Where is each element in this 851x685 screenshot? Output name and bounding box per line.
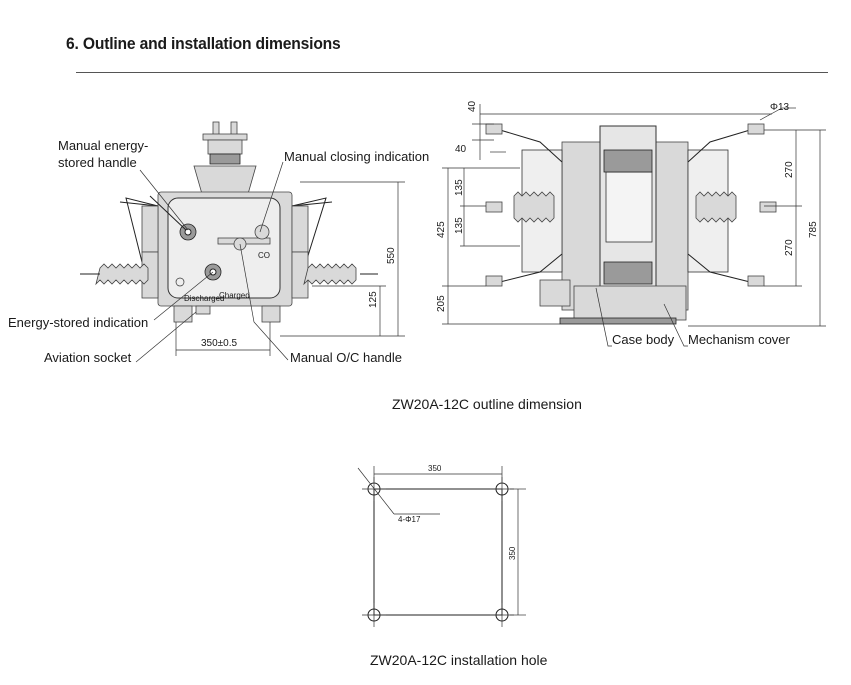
- dim-phi13: Φ13: [770, 102, 790, 113]
- case-body-label: Case body: [612, 332, 675, 347]
- dim-550: 550: [386, 247, 397, 264]
- discharged-label: Discharged: [184, 294, 224, 303]
- manual-oc-handle-label: Manual O/C handle: [290, 350, 402, 365]
- dim-40-left: 40: [455, 144, 467, 155]
- dim-135-upper: 135: [454, 179, 465, 196]
- section-title: 6. Outline and installation dimensions: [66, 34, 341, 53]
- install-width-350: 350: [428, 464, 442, 473]
- co-label: CO: [258, 251, 270, 260]
- manual-closing-indication-label: Manual closing indication: [284, 149, 429, 164]
- aviation-socket-label: Aviation socket: [44, 350, 132, 365]
- front-view-dimensions: [175, 181, 405, 356]
- dim-135-lower: 135: [454, 217, 465, 234]
- dim-425: 425: [436, 221, 447, 238]
- charged-label: Charged: [219, 291, 250, 300]
- dim-125: 125: [368, 291, 379, 308]
- dim-350-tolerance: 350±0.5: [201, 338, 238, 349]
- manual-energy-handle-label-line1: Manual energy-: [58, 138, 148, 153]
- front-view-drawing: Discharged Charged CO: [80, 121, 378, 323]
- dim-205: 205: [436, 295, 447, 312]
- outline-dimension-caption: ZW20A-12C outline dimension: [392, 396, 582, 412]
- dim-270-lower: 270: [784, 239, 795, 256]
- installation-hole-caption: ZW20A-12C installation hole: [370, 652, 548, 668]
- dim-40-top: 40: [467, 100, 478, 112]
- install-holes-label: 4-Φ17: [398, 515, 421, 524]
- install-height-350: 350: [508, 546, 517, 560]
- side-view-leaders: [595, 287, 688, 347]
- title-divider: [76, 72, 828, 73]
- installation-hole-drawing: [357, 466, 526, 627]
- energy-stored-indication-label: Energy-stored indication: [8, 315, 148, 330]
- mechanism-cover-label: Mechanism cover: [688, 332, 791, 347]
- dim-270-upper: 270: [784, 161, 795, 178]
- dim-785: 785: [808, 221, 819, 238]
- side-view-dimensions: [442, 104, 826, 327]
- front-view-leaders: [135, 161, 289, 363]
- side-view-drawing: [485, 123, 777, 325]
- manual-energy-handle-label-line2: stored handle: [58, 155, 137, 170]
